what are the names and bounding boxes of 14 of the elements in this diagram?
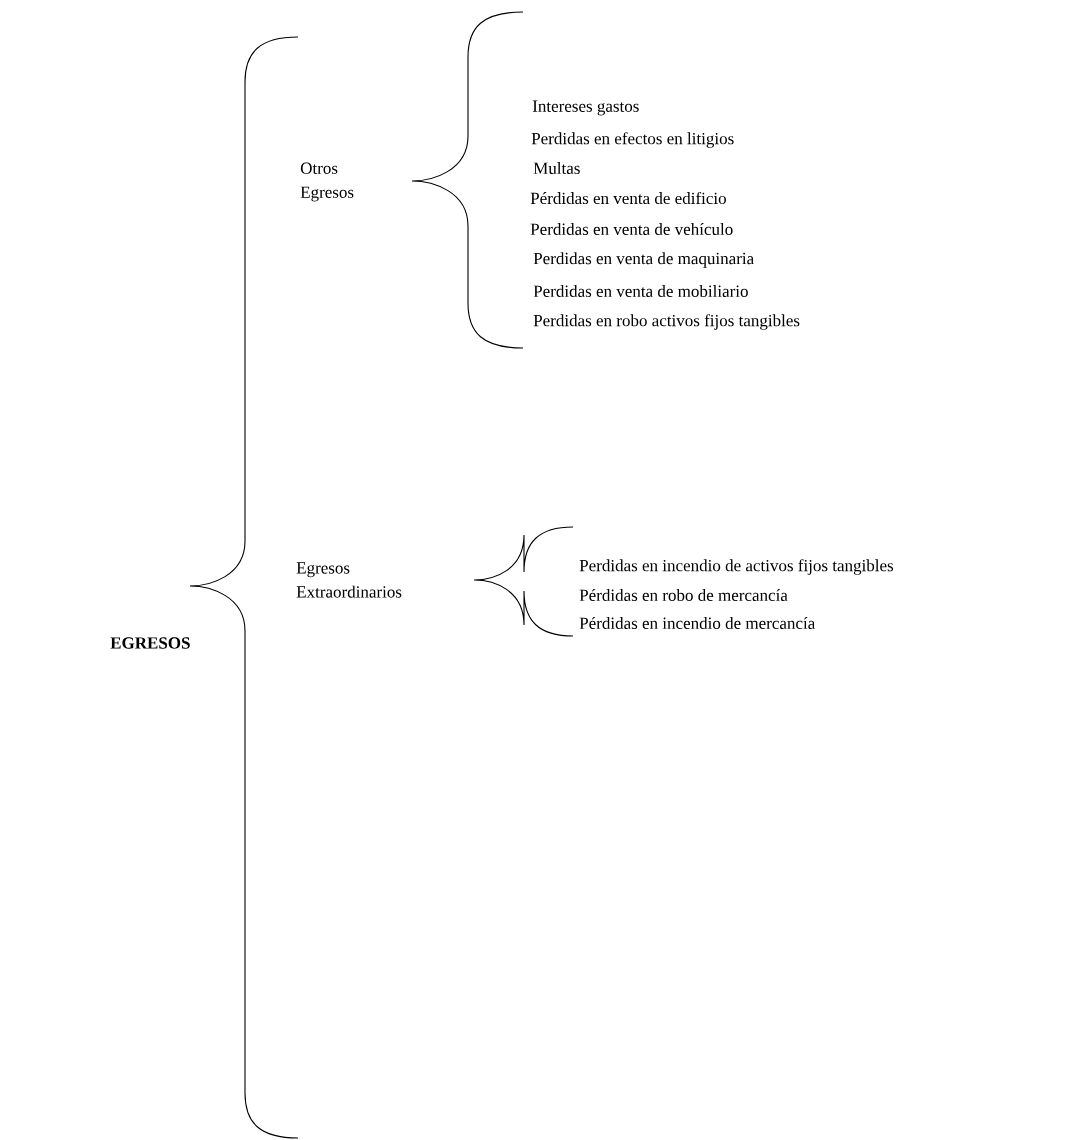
list-item: Perdidas en venta de mobiliario [533, 285, 748, 297]
category-label: Otros Egresos [300, 162, 354, 202]
list-item: Intereses gastos [532, 100, 639, 116]
list-item: Perdidas en venta de vehículo [530, 223, 733, 235]
main-heading: EGRESOS [110, 637, 190, 649]
list-item: Pérdidas en incendio de mercancía [579, 617, 815, 629]
list-item: Perdidas en venta de maquinaria [533, 252, 754, 268]
list-item: Pérdidas en robo de mercancía [579, 589, 788, 601]
list-item: Perdidas en efectos en litigios [531, 132, 734, 148]
list-item: Perdidas en robo activos fijos tangibles [533, 314, 800, 330]
category-label: Egresos Extraordinarios [296, 562, 402, 598]
list-item: Multas [533, 162, 580, 174]
list-item: Perdidas en incendio de activos fijos tangibles [579, 559, 894, 575]
list-item: Pérdidas en venta de edificio [530, 191, 726, 205]
